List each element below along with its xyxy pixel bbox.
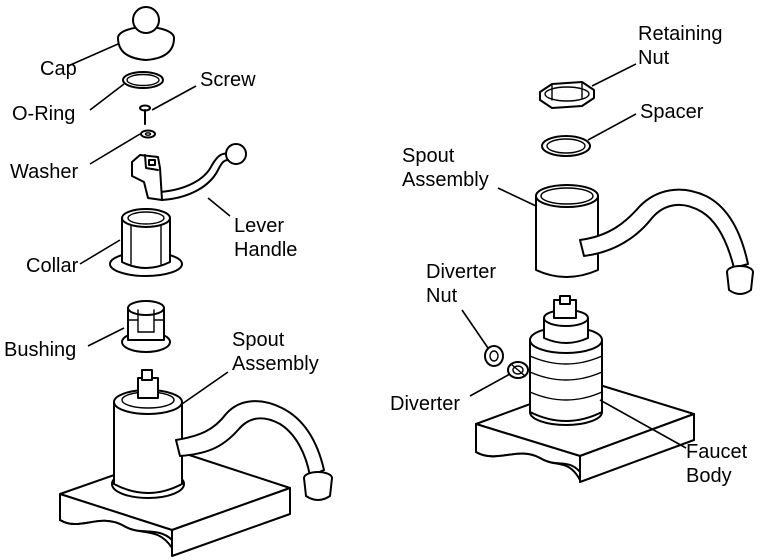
screw-part [139,104,151,125]
retaining-nut-label-line2: Nut [638,47,670,69]
right-leader-lines [461,63,687,449]
lever-handle-label-line1: Lever [234,215,284,237]
washer-label: Washer [10,161,79,183]
washer-part [140,129,156,139]
bushing-label: Bushing [4,339,76,361]
cap-part [117,6,175,61]
faucet-body-label-line2: Body [686,465,732,487]
cap-label: Cap [40,58,77,80]
left-assembly: Cap O-Ring Screw Washer Lever Handle Col… [4,6,333,557]
faucet-body-label-line1: Faucet [686,441,748,463]
left-spout-label-line1: Spout [232,329,285,351]
faucet-body-part [529,295,603,426]
left-leader-lines [67,43,231,405]
diverter-part [507,361,529,379]
left-spout-label-line2: Assembly [232,353,319,375]
right-spout-label-line2: Assembly [402,169,489,191]
right-spout-body [535,184,754,295]
spacer-label: Spacer [640,101,704,123]
retaining-nut-part [539,81,595,109]
left-spout-body [111,369,333,501]
collar-label: Collar [26,255,79,277]
diverter-label: Diverter [390,393,460,415]
right-assembly: Retaining Nut Spacer Spout Assembly Dive… [390,23,754,487]
collar-part [109,208,183,277]
lever-handle-part [131,143,247,201]
right-spout-label-line1: Spout [402,145,455,167]
o-ring-part [122,71,164,89]
spacer-part [541,135,591,157]
diverter-nut-part [484,345,504,367]
diverter-nut-label-line2: Nut [426,285,458,307]
retaining-nut-label-line1: Retaining [638,23,723,45]
screw-label: Screw [200,69,256,91]
bushing-part [121,300,171,353]
o-ring-label: O-Ring [12,103,75,125]
lever-handle-label-line2: Handle [234,239,297,261]
diverter-nut-label-line1: Diverter [426,261,496,283]
